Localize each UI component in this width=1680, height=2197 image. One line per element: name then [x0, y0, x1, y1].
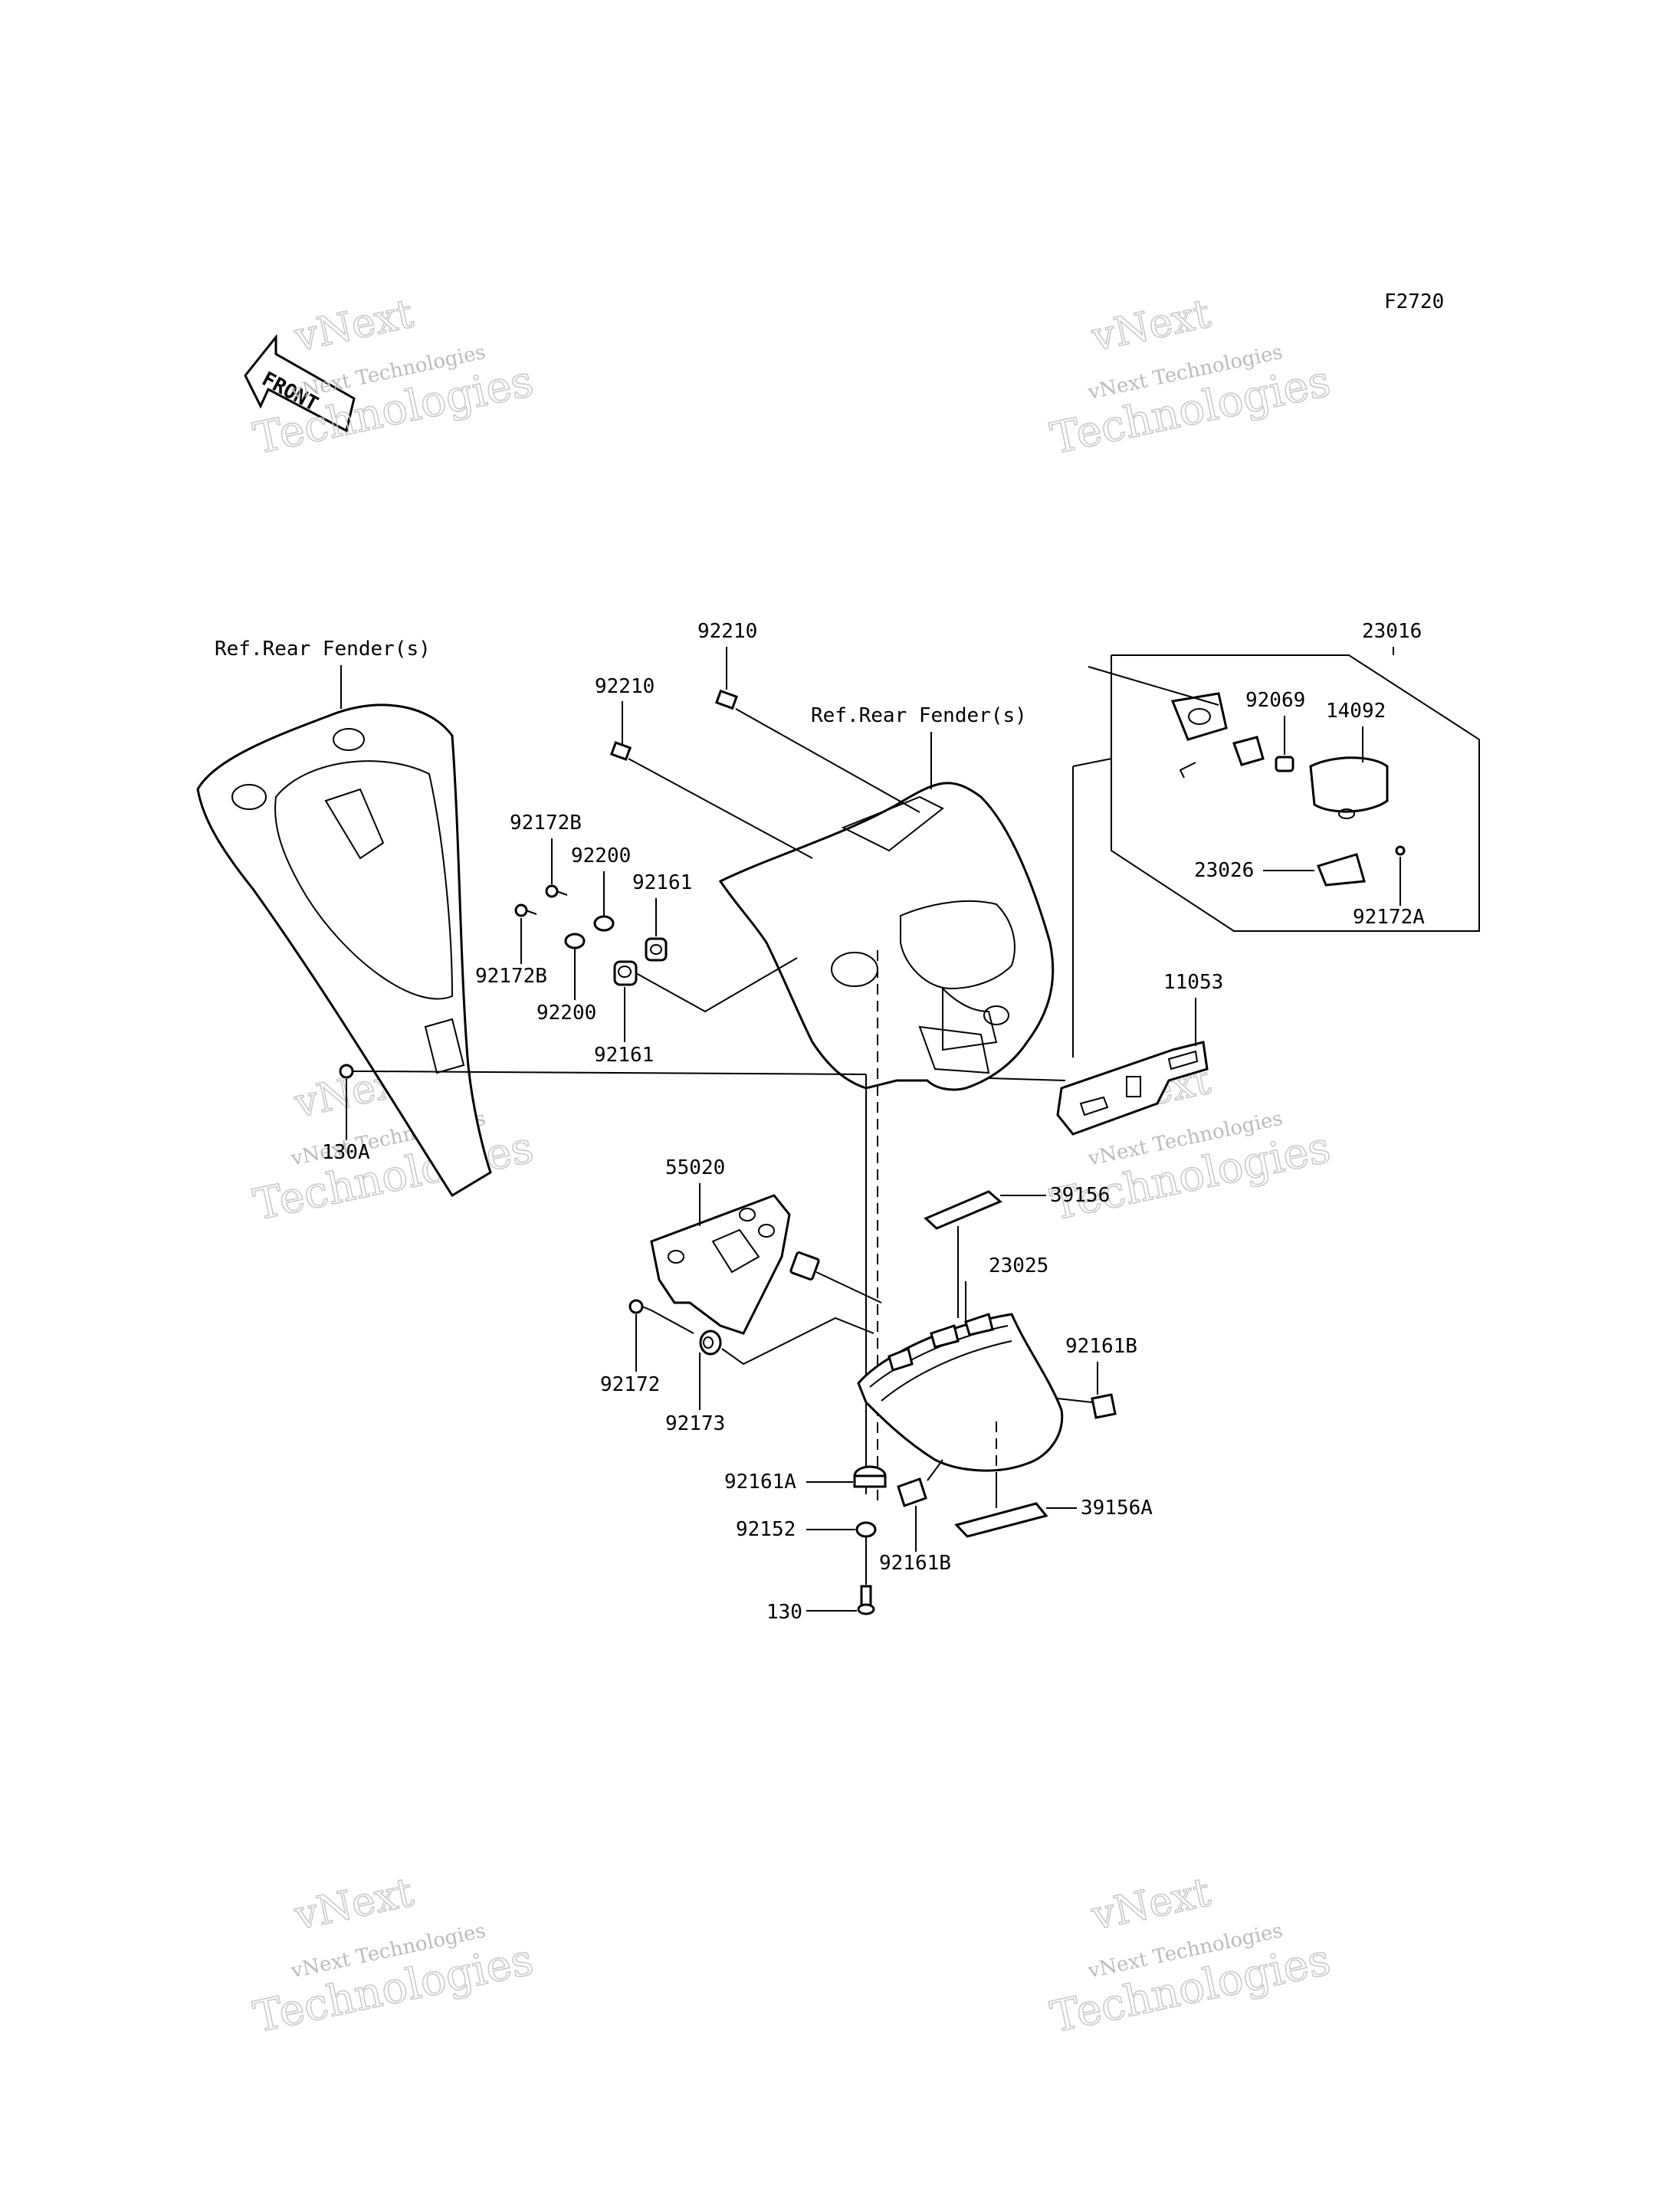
bolt-130 [857, 1585, 875, 1615]
label-92069: 92069 [1245, 689, 1305, 712]
washer-92200-top [593, 915, 615, 932]
svg-text:vNext: vNext [1088, 1870, 1215, 1940]
grommet-92161B-right [1091, 1393, 1117, 1419]
front-arrow-icon: FRONT [244, 333, 356, 433]
label-92172: 92172 [600, 1373, 660, 1396]
label-23026: 23026 [1194, 859, 1254, 882]
washer-92200-bottom [564, 933, 586, 949]
pad-39156-part [924, 1190, 1002, 1230]
watermark-bottom-right: vNext Technologies vNext Technologies [1046, 1869, 1336, 2044]
clip-92210-a [609, 741, 632, 761]
label-92161B-bottom: 92161B [879, 1552, 951, 1575]
label-39156A: 39156A [1081, 1497, 1153, 1520]
label-130A: 130A [322, 1141, 370, 1164]
label-130: 130 [766, 1601, 802, 1624]
label-11053: 11053 [1163, 971, 1223, 994]
diagram-code: F2720 [1384, 290, 1444, 313]
bolt-92172 [628, 1299, 652, 1314]
label-92200-top: 92200 [571, 844, 631, 867]
svg-text:vNext: vNext [290, 291, 418, 361]
license-lamp-assembly-box [1111, 654, 1480, 932]
label-92172B-top: 92172B [510, 812, 582, 835]
label-92161-bottom: 92161 [594, 1044, 654, 1067]
label-92200-bottom: 92200 [536, 1002, 596, 1025]
bracket-55020-part [650, 1194, 791, 1335]
label-92161B-right: 92161B [1065, 1335, 1137, 1358]
label-92161-top: 92161 [632, 871, 692, 894]
svg-text:vNext: vNext [1088, 291, 1215, 361]
wire-connector-part [789, 1251, 882, 1303]
bolt-130A [339, 1064, 366, 1079]
grommet-92161A [853, 1465, 887, 1488]
rear-fender-left-part [196, 703, 492, 1198]
license-bracket-11053-part [1056, 1041, 1209, 1136]
tail-lamp-23025-part [857, 1313, 1064, 1472]
label-39156: 39156 [1050, 1184, 1110, 1207]
grommet-92161B-bottom [897, 1477, 927, 1507]
svg-text:vNext: vNext [290, 1870, 418, 1940]
label-23016: 23016 [1362, 620, 1422, 643]
grommet-92161-bottom [613, 960, 638, 986]
rear-fender-cover-part [718, 782, 1055, 1091]
clip-92210-b [715, 689, 738, 710]
label-92161A: 92161A [724, 1471, 796, 1494]
label-92172A: 92172A [1353, 906, 1425, 929]
watermark-top-right: vNext Technologies vNext Technologies [1046, 290, 1336, 465]
nut-92173 [699, 1330, 722, 1356]
label-92210-b: 92210 [697, 620, 757, 643]
watermark-bottom-left: vNext Technologies vNext Technologies [249, 1869, 539, 2044]
collar-92152 [855, 1521, 877, 1538]
bolt-92172B-bottom [514, 903, 537, 917]
grommet-92161-top [645, 937, 668, 962]
label-55020: 55020 [665, 1156, 725, 1179]
label-92173: 92173 [665, 1412, 725, 1435]
pad-39156A-part [954, 1502, 1048, 1538]
label-92210-a: 92210 [595, 675, 655, 698]
ref-rear-fender-right-label: Ref.Rear Fender(s) [811, 704, 1027, 727]
label-14092: 14092 [1326, 700, 1386, 723]
label-23025: 23025 [989, 1254, 1048, 1277]
bolt-92172B-top [545, 884, 568, 898]
ref-rear-fender-left-label: Ref.Rear Fender(s) [215, 638, 431, 661]
label-92172B-bottom: 92172B [475, 965, 547, 988]
label-92152: 92152 [736, 1518, 796, 1541]
